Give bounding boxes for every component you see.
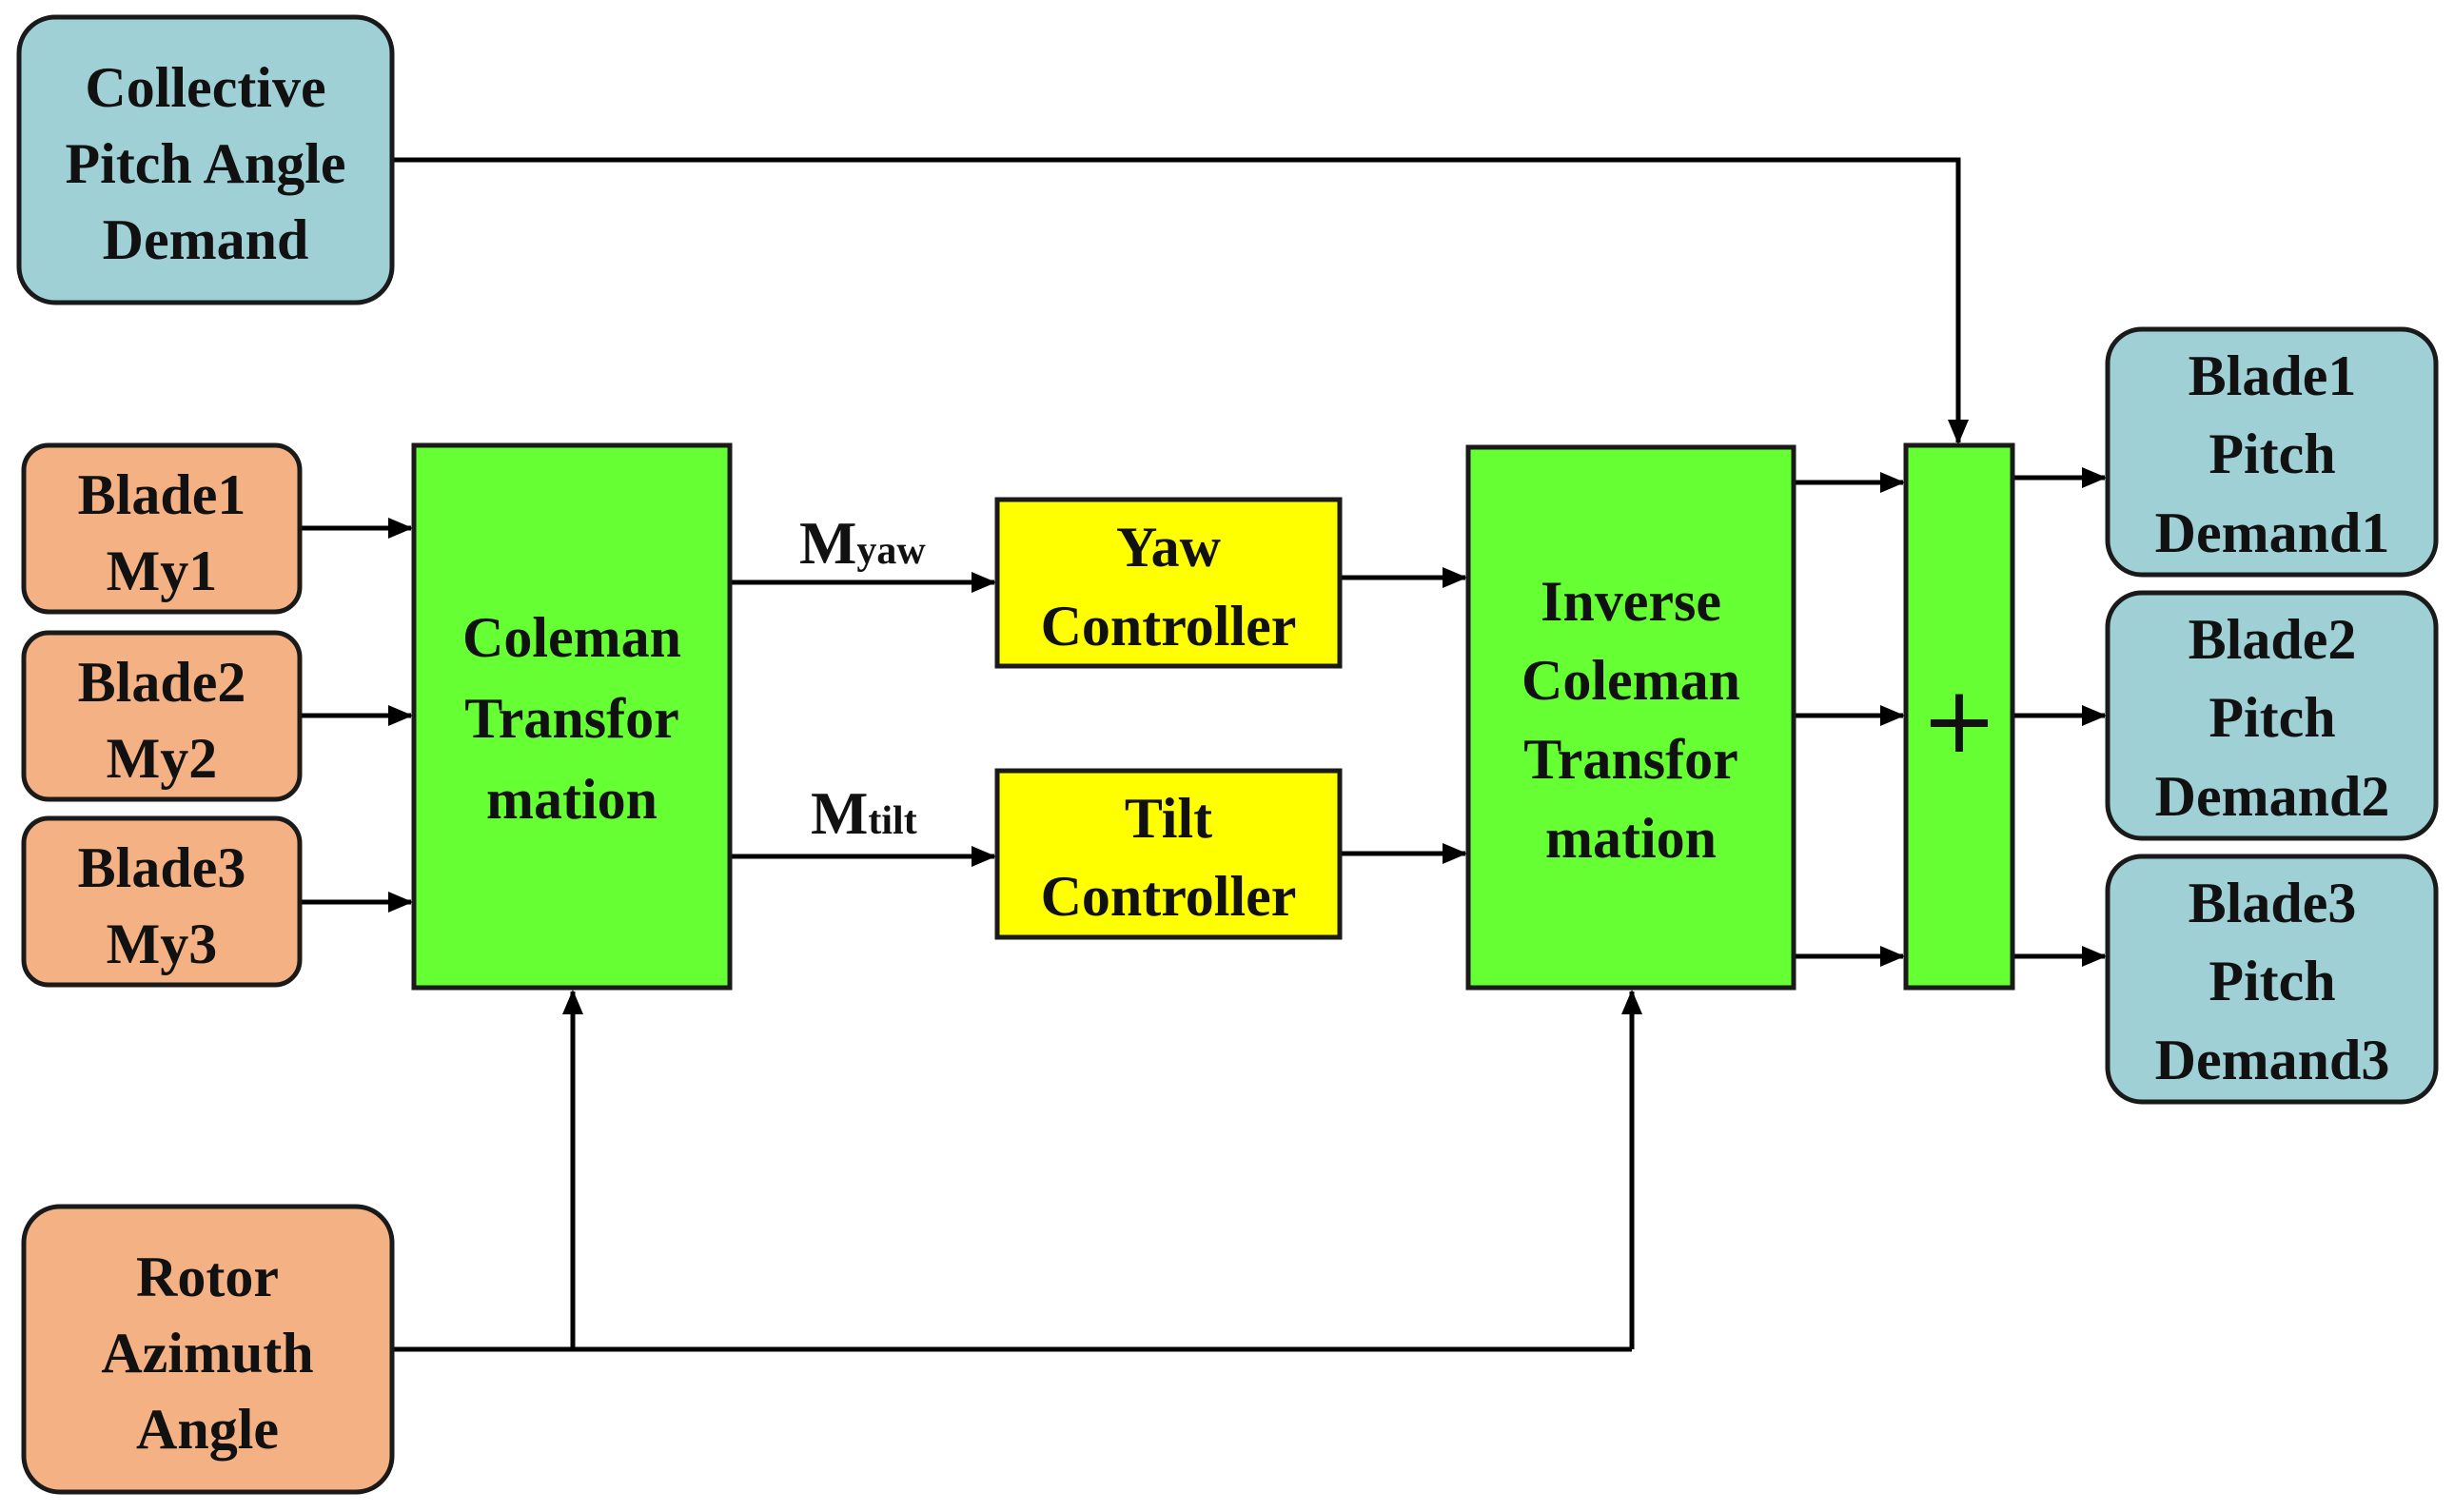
yaw-line-2: Controller (1041, 595, 1297, 658)
tilt-line-1: Tilt (1125, 787, 1212, 850)
blade3-line-2: My3 (107, 913, 218, 975)
mtilt-sub: tilt (868, 799, 916, 843)
blade2-pitch-demand-block: Blade2 Pitch Demand2 (2105, 590, 2439, 841)
out2-line-3: Demand2 (2155, 765, 2390, 828)
blade1-pitch-demand-block: Blade1 Pitch Demand1 (2105, 326, 2439, 578)
mtilt-signal-label: Mtilt (811, 779, 917, 847)
coleman-transformation-block: Coleman Transfor mation (411, 442, 733, 991)
mtilt-main: M (811, 779, 868, 847)
collective-line-3: Demand (103, 208, 309, 271)
collective-pitch-demand-block: Collective Pitch Angle Demand (16, 14, 395, 305)
blade3-line-1: Blade3 (78, 836, 246, 899)
plus-sign: + (1921, 667, 1997, 774)
blade3-pitch-demand-block: Blade3 Pitch Demand3 (2105, 854, 2439, 1105)
blade2-moment-block: Blade2 My2 (21, 630, 303, 802)
blade2-line-2: My2 (107, 727, 218, 790)
wire-collective-to-sum (392, 157, 1969, 444)
inverse-coleman-transformation-block: Inverse Coleman Transfor mation (1465, 444, 1796, 991)
collective-line-1: Collective (85, 56, 325, 119)
summation-block: + (1903, 442, 2015, 991)
rotor-line-3: Angle (136, 1398, 279, 1461)
coleman-line-3: mation (486, 768, 658, 831)
blade1-line-2: My1 (107, 540, 218, 602)
blade1-moment-block: Blade1 My1 (21, 442, 303, 615)
out1-line-3: Demand1 (2155, 501, 2390, 564)
blade1-line-1: Blade1 (78, 463, 246, 526)
yaw-line-1: Yaw (1116, 516, 1222, 579)
inverse-line-3: Transfor (1523, 728, 1738, 791)
out3-line-3: Demand3 (2155, 1029, 2390, 1091)
blade3-moment-block: Blade3 My3 (21, 815, 303, 988)
myaw-main: M (799, 509, 856, 577)
blade2-line-1: Blade2 (78, 651, 246, 714)
collective-line-2: Pitch Angle (66, 132, 346, 195)
connections (300, 157, 2107, 1352)
coleman-line-2: Transfor (464, 687, 679, 750)
rotor-azimuth-block: Rotor Azimuth Angle (21, 1204, 395, 1495)
coleman-line-1: Coleman (462, 606, 681, 669)
inverse-line-2: Coleman (1521, 649, 1740, 712)
inverse-line-1: Inverse (1541, 570, 1721, 633)
tilt-controller-block: Tilt Controller (994, 768, 1343, 940)
inverse-line-4: mation (1545, 807, 1717, 870)
yaw-controller-block: Yaw Controller (994, 497, 1343, 669)
rotor-line-2: Azimuth (101, 1322, 313, 1384)
out1-line-2: Pitch (2209, 422, 2335, 485)
tilt-line-2: Controller (1041, 865, 1297, 928)
out3-line-1: Blade3 (2189, 872, 2357, 934)
rotor-line-1: Rotor (136, 1246, 279, 1308)
out1-line-1: Blade1 (2189, 344, 2357, 407)
out2-line-2: Pitch (2209, 686, 2335, 749)
myaw-sub: yaw (856, 529, 926, 573)
out3-line-2: Pitch (2209, 950, 2335, 1012)
out2-line-1: Blade2 (2189, 608, 2357, 671)
myaw-signal-label: Myaw (799, 509, 926, 577)
